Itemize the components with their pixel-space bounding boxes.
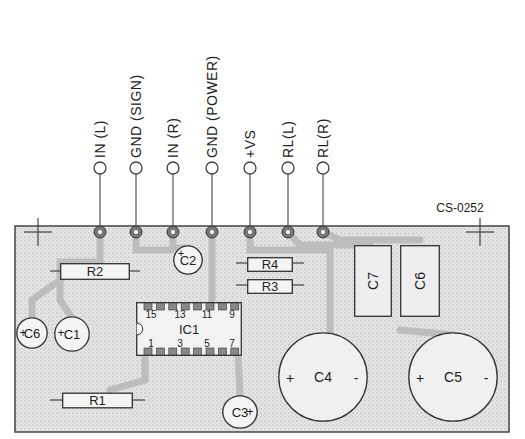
pin-number: 15 <box>145 310 156 320</box>
signal-name: GND (SIGN) <box>129 74 143 158</box>
pin-number: 7 <box>229 339 235 349</box>
terminal-ring <box>94 162 329 174</box>
part-name: C6 <box>413 271 427 291</box>
pin-number: 13 <box>174 310 185 320</box>
circuit-board <box>15 226 509 432</box>
part-name: C7 <box>366 271 380 291</box>
polarity-mark: + <box>416 371 424 385</box>
part-name: R4 <box>261 258 280 271</box>
part-name: R1 <box>88 394 107 407</box>
part-name: C5 <box>443 370 463 384</box>
polarity-mark: - <box>484 371 489 385</box>
signal-name: IN (L) <box>93 120 107 158</box>
signal-name: RL(L) <box>281 120 295 158</box>
signal-name: +VS <box>243 130 257 158</box>
part-name: C4 <box>313 370 333 384</box>
polarity-mark: + <box>178 248 184 259</box>
polarity-mark: + <box>57 327 64 339</box>
copper-traces <box>32 232 453 395</box>
polarity-mark: + <box>19 327 26 339</box>
pin-number: 11 <box>202 310 212 320</box>
board-code: CS-0252 <box>436 202 483 214</box>
polarity-mark: - <box>354 371 359 385</box>
capacitor-symbol: C7 <box>354 245 392 317</box>
polarity-mark: + <box>286 371 294 385</box>
mounting-crosshair <box>24 218 494 246</box>
signal-name: IN (R) <box>166 118 180 158</box>
terminal-wires <box>100 174 323 226</box>
polarity-mark: + <box>246 406 253 418</box>
pin-number: 9 <box>229 310 235 320</box>
pin-number: 3 <box>177 339 183 349</box>
signal-name: GND (POWER) <box>205 55 219 158</box>
capacitor-symbol: C6 <box>400 245 440 317</box>
solder-pad <box>94 226 329 238</box>
capacitor-symbol: C2 <box>173 245 203 275</box>
part-name: R2 <box>86 265 105 278</box>
pin-number: 1 <box>148 339 154 349</box>
signal-name: RL(R) <box>316 118 330 158</box>
resistor-symbol: R4 <box>247 256 293 273</box>
pin-number: 5 <box>204 339 210 349</box>
resistor-symbol: R1 <box>62 392 133 409</box>
part-name: C1 <box>63 328 82 341</box>
part-name: R3 <box>261 280 280 293</box>
resistor-symbol: R3 <box>247 278 293 295</box>
component-leads <box>50 263 304 400</box>
part-name: IC1 <box>178 323 200 336</box>
resistor-symbol: R2 <box>60 263 130 280</box>
